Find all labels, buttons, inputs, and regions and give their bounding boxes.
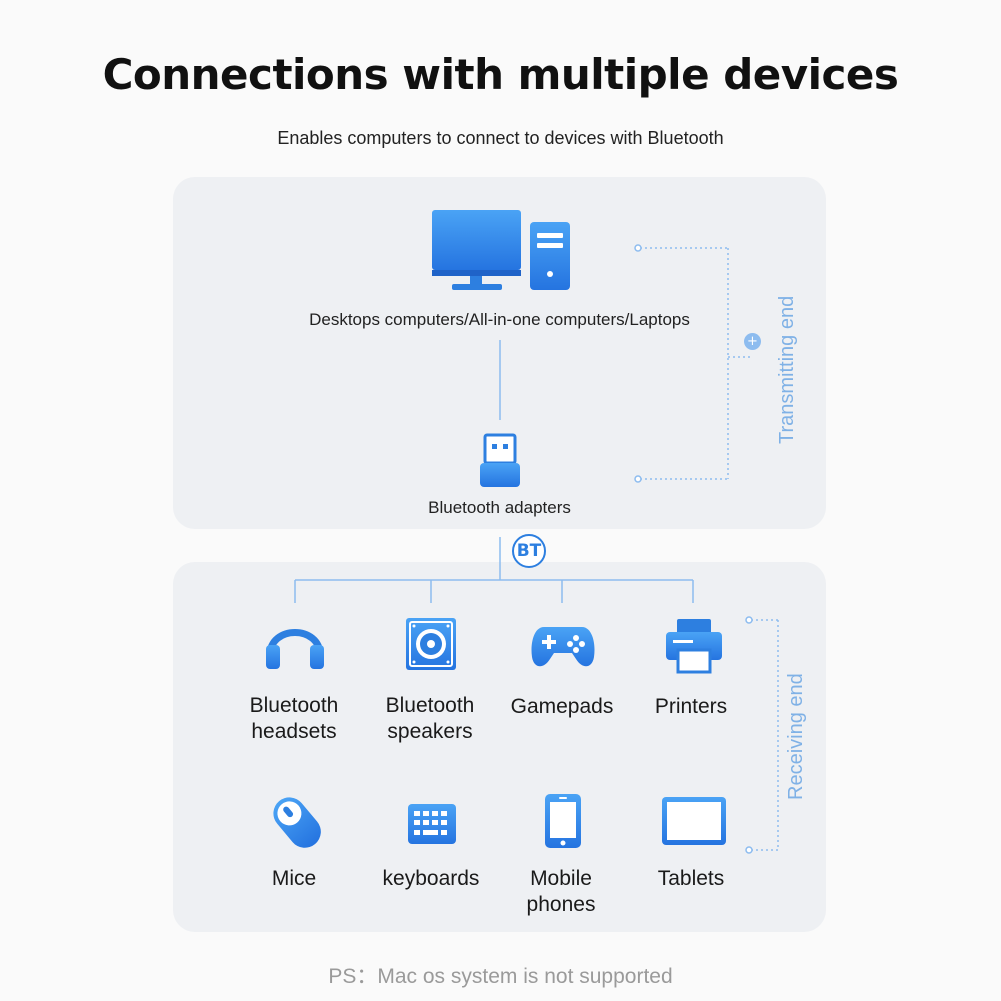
mouse-icon (273, 797, 321, 848)
device-label-mice: Mice (271, 867, 317, 890)
device-label-speakers: Bluetooth speakers (385, 694, 475, 743)
receiving-panel (173, 562, 826, 932)
gamepad-icon (531, 627, 595, 667)
headset-icon (266, 629, 324, 669)
transmitting-bracket (640, 247, 752, 480)
device-label-phones: Mobile phones (526, 867, 596, 916)
keyboard-icon (408, 804, 456, 844)
bluetooth-badge: BT (512, 534, 546, 568)
device-label-printers: Printers (654, 695, 728, 718)
footnote: PS：Mac os system is not supported (328, 965, 673, 988)
printer-icon (666, 619, 722, 674)
device-label-tablets: Tablets (657, 867, 725, 890)
plus-icon: + (744, 333, 761, 350)
page-subtitle: Enables computers to connect to devices … (277, 128, 724, 148)
tablet-icon (662, 797, 726, 845)
device-label-headsets: Bluetooth headsets (249, 694, 339, 743)
computer-label: Desktops computers/All-in-one computers/… (309, 310, 690, 329)
phone-icon (545, 794, 581, 848)
receiving-bracket (751, 619, 779, 851)
device-label-gamepads: Gamepads (510, 695, 614, 718)
transmitting-end-label: Transmitting end (776, 295, 798, 444)
usb-adapter-icon (480, 433, 520, 487)
adapter-label: Bluetooth adapters (428, 498, 571, 517)
receiving-end-label: Receiving end (785, 673, 807, 800)
device-label-keyboards: keyboards (382, 867, 480, 890)
page-title: Connections with multiple devices (102, 50, 899, 99)
desktop-computer-icon (432, 210, 570, 290)
speaker-icon (406, 618, 456, 670)
